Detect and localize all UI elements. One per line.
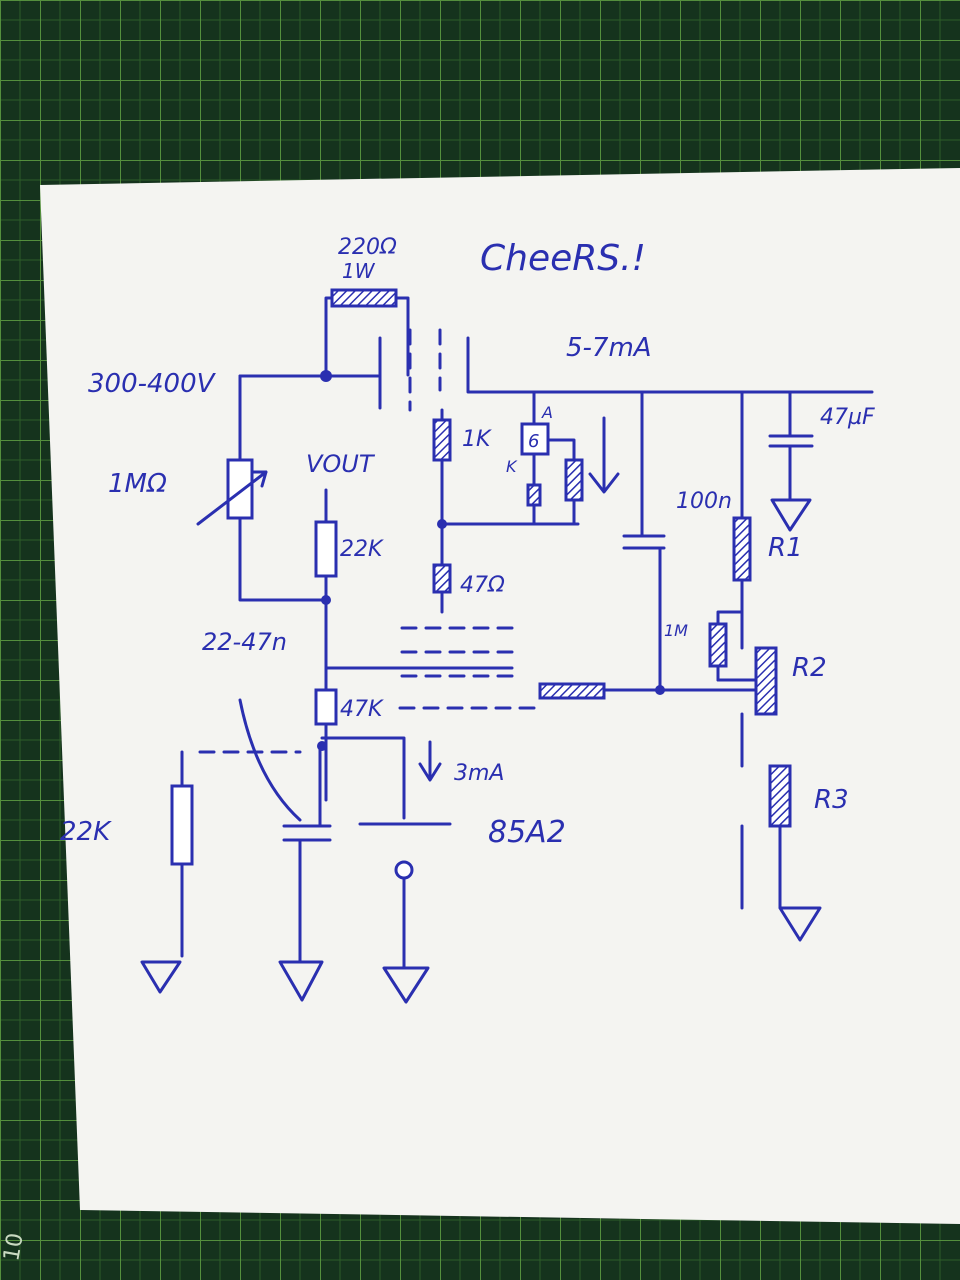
- label-current-bottom: 3mA: [454, 761, 504, 786]
- label-cap-100n: 100n: [676, 489, 732, 514]
- wire-cap-bottom: [278, 744, 332, 1002]
- label-r-top: 220Ω: [338, 235, 397, 260]
- resistor-47k: [314, 688, 338, 726]
- junction-supply: [320, 370, 332, 382]
- label-r3: R3: [814, 785, 849, 815]
- wire-tube-6: [532, 390, 576, 526]
- label-r-top-power: 1W: [342, 259, 376, 283]
- wire-tube-left: [440, 408, 580, 614]
- wire-output-ground: [382, 876, 430, 1004]
- junction-100n: [655, 685, 665, 695]
- pot-arrow: [196, 470, 268, 526]
- arrow-3ma: [418, 740, 442, 782]
- label-tube-cathode: K: [506, 457, 518, 476]
- label-cheers: CheeRS.!: [480, 238, 646, 279]
- label-r-47ohm: 47Ω: [460, 573, 505, 598]
- label-tube-anode: A: [541, 403, 553, 422]
- resistor-22k: [314, 520, 338, 578]
- label-supply-voltage: 300-400V: [88, 369, 217, 399]
- resistor-1m: [708, 622, 728, 668]
- junction-tube-left: [437, 519, 447, 529]
- resistor-r2: [754, 646, 778, 716]
- wire-top-rail: [466, 336, 874, 394]
- resistor-47ohm: [432, 563, 452, 594]
- wire-cap-100n: [622, 390, 666, 692]
- label-r-22k: 22K: [340, 537, 384, 562]
- label-current-top: 5-7mA: [566, 333, 652, 363]
- resistor-r3: [768, 764, 792, 828]
- arrow-current-down: [588, 416, 620, 494]
- paper-sheet: [40, 168, 960, 1224]
- resistor-22k-left: [170, 784, 194, 866]
- label-r-1m: 1M: [664, 621, 688, 640]
- resistor-1k: [432, 418, 452, 462]
- resistor-series-bottom: [538, 682, 606, 700]
- mat-ruler-number: 10: [0, 1231, 29, 1263]
- wire-r-chain: [716, 390, 744, 910]
- label-vout: VOUT: [306, 450, 376, 478]
- label-pot: 1MΩ: [108, 469, 167, 499]
- label-cap-22-47n: 22-47n: [202, 628, 287, 656]
- wire-cap-47uf: [768, 390, 814, 532]
- label-r1: R1: [768, 533, 803, 563]
- label-cap-47uf: 47µF: [820, 405, 875, 430]
- wire-reg-top: [320, 736, 406, 820]
- label-r-1k: 1K: [462, 427, 492, 452]
- resistor-tube-k: [526, 483, 542, 507]
- label-r-22k-left: 22K: [60, 817, 112, 847]
- label-r2: R2: [792, 653, 827, 683]
- wire-220-loop: [324, 296, 410, 377]
- junction-vout: [321, 595, 331, 605]
- label-tube-type: 6: [528, 431, 539, 452]
- output-terminal: [394, 860, 414, 880]
- potentiometer-1m: [226, 458, 254, 520]
- resistor-220ohm: [330, 288, 398, 308]
- resistor-r1: [732, 516, 752, 582]
- wire-left-22k: [140, 750, 184, 994]
- wire-r3-ground: [778, 824, 822, 942]
- label-reg-tube: 85A2: [488, 815, 566, 850]
- label-r-47k: 47K: [340, 697, 384, 722]
- resistor-tube-side: [564, 458, 584, 502]
- arc-adjust: [238, 698, 302, 822]
- wire-pot: [238, 374, 328, 602]
